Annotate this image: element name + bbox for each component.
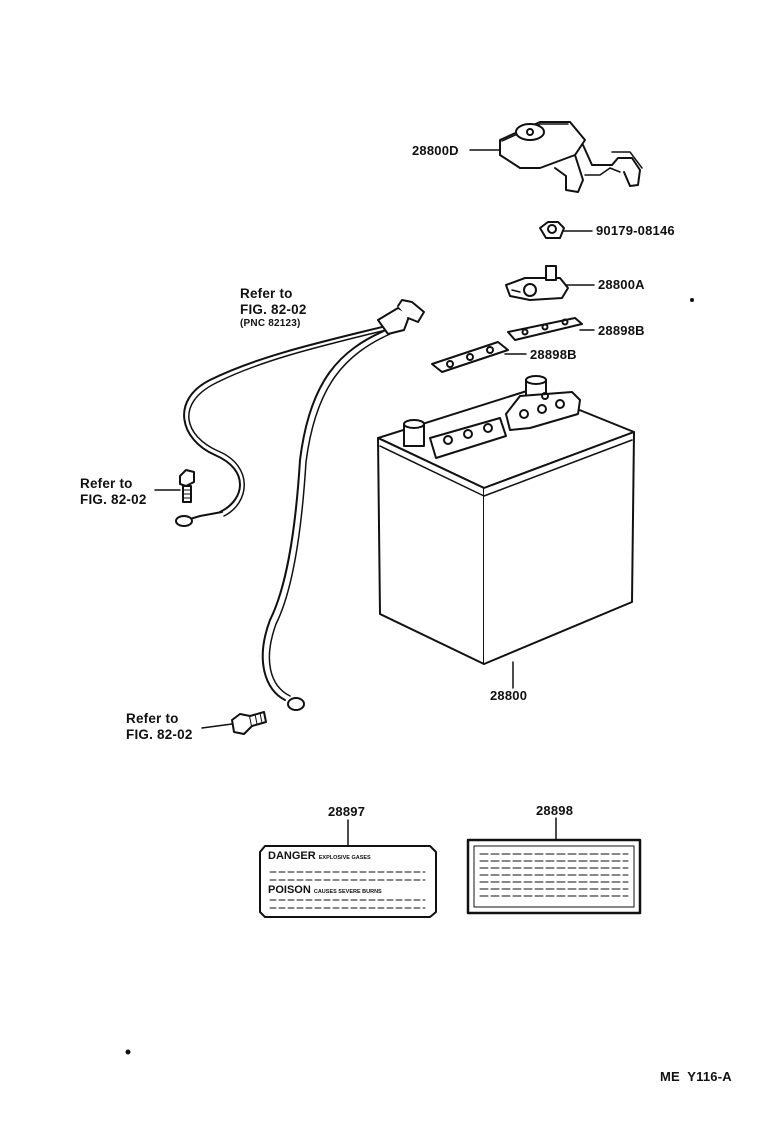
danger-subheading: EXPLOSIVE GASES: [318, 855, 371, 861]
info-label-part: [466, 838, 642, 915]
battery-cover-part: [499, 121, 643, 193]
bolt-left: [179, 469, 195, 503]
bolt-bottom: [231, 711, 267, 735]
diagram-code: ME Y116-A: [660, 1069, 732, 1084]
reference-line: Refer to: [240, 286, 293, 301]
part-label-28898B-lower: 28898B: [530, 347, 577, 362]
battery-cables: [175, 299, 425, 711]
part-label-28898: 28898: [536, 803, 574, 818]
reference-line: Refer to: [126, 711, 179, 726]
poison-heading: POISON: [268, 884, 311, 896]
part-label-28800A: 28800A: [598, 277, 645, 292]
reference-bolt-left: Refer to FIG. 82-02: [80, 476, 147, 508]
reference-line: Refer to: [80, 476, 133, 491]
danger-heading: DANGER: [268, 850, 316, 862]
terminal-plate-upper: [507, 317, 583, 341]
danger-label-part: [259, 845, 437, 918]
terminal-plate-lower: [431, 341, 509, 373]
reference-line: FIG. 82-02: [240, 302, 307, 317]
reference-pnc: (PNC 82123): [240, 318, 301, 329]
part-label-28800: 28800: [490, 688, 528, 703]
dot-mark: [125, 1049, 131, 1055]
poison-word: POISON CAUSES SEVERE BURNS: [268, 884, 382, 896]
dot-mark: [690, 298, 694, 302]
part-label-28800D: 28800D: [412, 143, 459, 158]
poison-subheading: CAUSES SEVERE BURNS: [313, 889, 382, 895]
reference-line: FIG. 82-02: [80, 492, 147, 507]
part-label-90179-08146: 90179-08146: [596, 223, 675, 238]
reference-top-cable: Refer to FIG. 82-02 (PNC 82123): [240, 286, 307, 330]
danger-word: DANGER EXPLOSIVE GASES: [268, 850, 371, 862]
reference-line: FIG. 82-02: [126, 727, 193, 742]
terminal-clamp-part: [505, 265, 569, 301]
part-label-28898B-upper: 28898B: [598, 323, 645, 338]
battery-part: [377, 375, 635, 665]
reference-bolt-bottom: Refer to FIG. 82-02: [126, 711, 193, 743]
nut-part: [539, 221, 565, 239]
part-label-28897: 28897: [328, 804, 366, 819]
